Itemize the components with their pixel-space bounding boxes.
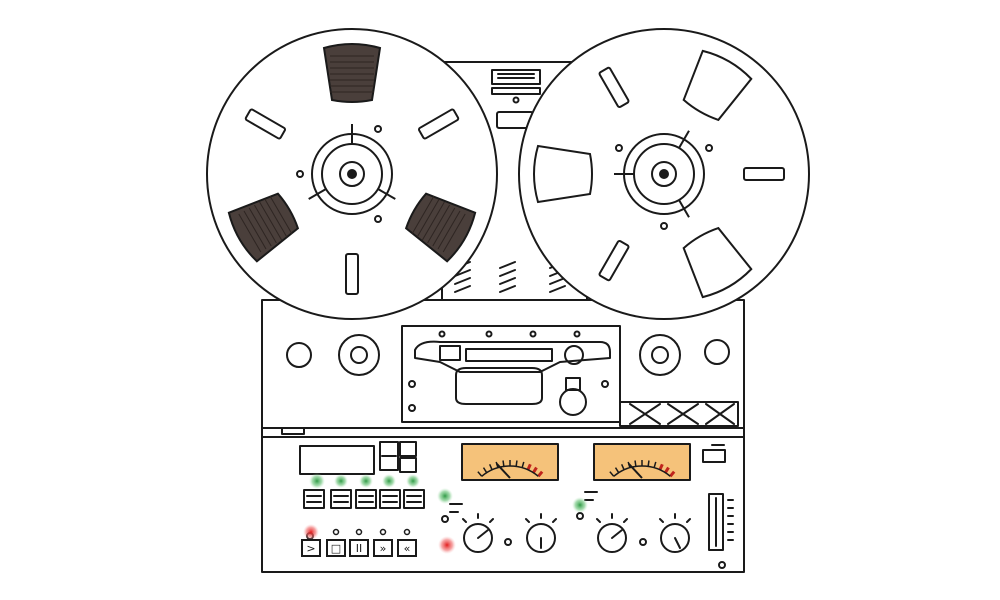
- reel-window: [244, 108, 286, 140]
- reel-window: [682, 49, 753, 122]
- right-tape-reel: [518, 28, 810, 320]
- fast-forward-button[interactable]: »: [373, 539, 393, 557]
- left-small-knob[interactable]: [286, 342, 312, 368]
- reel-window: [345, 253, 359, 295]
- vu-meter-right-scale: [609, 460, 676, 479]
- pause-button[interactable]: II: [349, 539, 369, 557]
- head-block: [401, 325, 621, 423]
- reel-hub: [296, 124, 396, 224]
- input-level-knob-right[interactable]: [597, 523, 627, 553]
- channel-button-2[interactable]: [330, 489, 352, 509]
- left-guide-roller: [338, 334, 380, 376]
- brace-box: [619, 401, 739, 427]
- vent-grille-center: [499, 261, 516, 293]
- reel-window: [322, 43, 382, 103]
- reel-window: [533, 144, 593, 204]
- rewind-icon: «: [404, 542, 411, 555]
- stop-icon: □: [331, 542, 341, 555]
- play-icon: >: [306, 542, 315, 555]
- master-fader[interactable]: [708, 493, 724, 551]
- reel-window: [598, 240, 630, 282]
- reel-window: [743, 167, 785, 181]
- output-level-knob-left[interactable]: [526, 523, 556, 553]
- left-tape-reel: [206, 28, 498, 320]
- pause-icon: II: [356, 542, 363, 555]
- channel-button-1[interactable]: [303, 489, 325, 509]
- record-indicator-led: [438, 536, 456, 554]
- channel-leds: [309, 473, 420, 489]
- right-small-knob[interactable]: [704, 339, 730, 365]
- right-guide-roller: [639, 334, 681, 376]
- counter-display: [299, 445, 375, 475]
- toggle-a[interactable]: [379, 441, 399, 471]
- rewind-button[interactable]: «: [397, 539, 417, 557]
- pinch-roller: [559, 388, 587, 416]
- play-button[interactable]: >: [301, 539, 321, 557]
- reel-hub: [614, 130, 714, 230]
- input-level-knob-left[interactable]: [463, 523, 493, 553]
- channel-button-5[interactable]: [403, 489, 425, 509]
- channel-button-3[interactable]: [355, 489, 377, 509]
- right-signal-led: [572, 497, 588, 513]
- tape-head: [465, 348, 553, 362]
- reel-window: [227, 192, 300, 263]
- stop-button[interactable]: □: [326, 539, 346, 557]
- vu-needle: [628, 463, 643, 479]
- channel-button-4[interactable]: [379, 489, 401, 509]
- left-signal-led: [437, 488, 453, 504]
- output-level-knob-right[interactable]: [660, 523, 690, 553]
- reel-window: [682, 226, 753, 299]
- channel-buttons: [303, 489, 425, 509]
- reel-window: [404, 192, 477, 263]
- vu-meter-left-scale: [477, 460, 544, 479]
- reel-window: [418, 108, 460, 140]
- top-vent: [491, 69, 541, 85]
- transport-controls: > □ II » «: [301, 539, 417, 557]
- vu-needle: [496, 463, 511, 479]
- fast-forward-icon: »: [380, 542, 387, 555]
- reel-window: [598, 66, 630, 108]
- toggle-b[interactable]: [399, 441, 417, 457]
- transport-status-led: [303, 524, 319, 540]
